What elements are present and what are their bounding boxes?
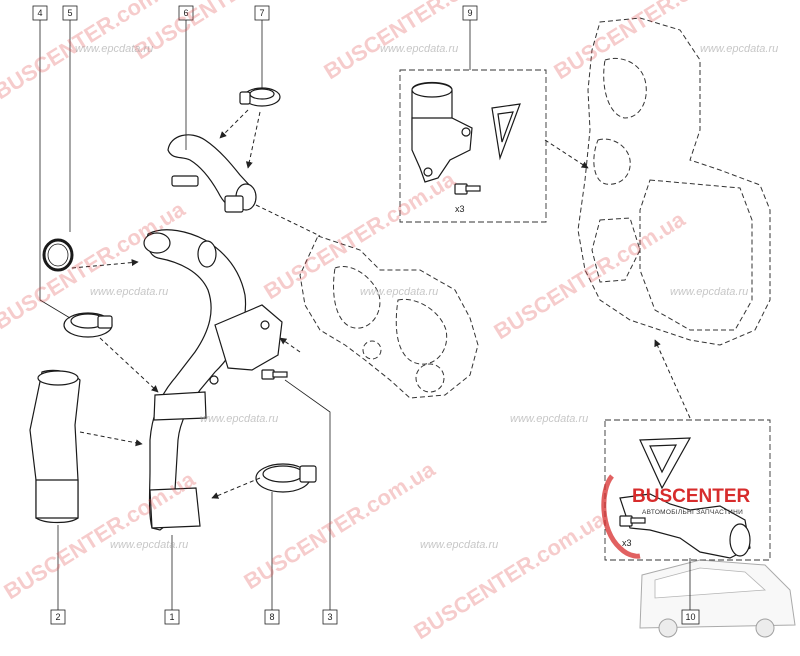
watermark-shop: BUSCENTER.com.ua	[129, 0, 329, 64]
callout-3-label: 3	[327, 612, 332, 622]
watermark-shop: BUSCENTER.com.ua	[409, 506, 609, 644]
watermark-site: www.epcdata.ru	[670, 286, 748, 298]
callout-6-label: 6	[183, 8, 188, 18]
watermark-shop: BUSCENTER.com.ua	[489, 206, 689, 344]
watermark-site: www.epcdata.ru	[200, 413, 278, 425]
watermark-site: www.epcdata.ru	[110, 539, 188, 551]
assembly-arrows	[71, 109, 691, 499]
watermark-shop: BUSCENTER.com.ua	[259, 166, 459, 304]
quantity-label-box10: x3	[622, 538, 632, 548]
callout-10-label: 10	[685, 612, 695, 622]
watermark-layer: BUSCENTER.com.ua BUSCENTER.com.ua BUSCEN…	[0, 0, 778, 644]
callout-5-label: 5	[67, 8, 72, 18]
callout-8-label: 8	[269, 612, 274, 622]
callout-1: 1	[164, 609, 180, 625]
watermark-site: www.epcdata.ru	[75, 43, 153, 55]
callout-9: 9	[462, 5, 478, 21]
hose-clamp-upper	[239, 87, 281, 107]
callout-4-label: 4	[37, 8, 42, 18]
watermark-site: www.epcdata.ru	[510, 413, 588, 425]
lower-hose	[29, 369, 81, 524]
bolt-small	[261, 369, 288, 380]
callout-5: 5	[62, 5, 78, 21]
callout-2: 2	[50, 609, 66, 625]
watermark-site: www.epcdata.ru	[420, 539, 498, 551]
callout-9-label: 9	[467, 8, 472, 18]
callout-10: 10	[681, 609, 700, 625]
leader-lines	[39, 18, 691, 612]
detail-box-thermostat-housing: x3	[399, 69, 547, 223]
o-ring-seal	[42, 238, 74, 272]
hose-clamp-middle	[63, 312, 113, 338]
watermark-site: www.epcdata.ru	[90, 286, 168, 298]
buscenter-logo: BUSCENTER АВТОМОБІЛЬНІ ЗАПЧАСТИНИ	[601, 474, 751, 559]
brand-tagline: АВТОМОБІЛЬНІ ЗАПЧАСТИНИ	[642, 509, 743, 516]
engine-block-ghost-left	[299, 235, 479, 399]
upper-coolant-pipe	[167, 134, 257, 213]
detail-box-thermostat-kit: x3	[604, 419, 771, 561]
van-illustration	[639, 559, 796, 638]
watermark-site: www.epcdata.ru	[360, 286, 438, 298]
callout-7: 7	[254, 5, 270, 21]
quantity-label-box9: x3	[455, 204, 465, 214]
brand-name: BUSCENTER	[632, 486, 751, 507]
main-intake-hose	[143, 229, 283, 531]
watermark-site: www.epcdata.ru	[380, 43, 458, 55]
watermark-site: www.epcdata.ru	[700, 43, 778, 55]
callout-7-label: 7	[259, 8, 264, 18]
callout-1-label: 1	[169, 612, 174, 622]
callout-6: 6	[178, 5, 194, 21]
hose-clamp-lower	[255, 463, 317, 493]
callout-4: 4	[32, 5, 48, 21]
watermark-shop: BUSCENTER.com.ua	[0, 466, 200, 604]
callout-3: 3	[322, 609, 338, 625]
callout-2-label: 2	[55, 612, 60, 622]
callout-8: 8	[264, 609, 280, 625]
